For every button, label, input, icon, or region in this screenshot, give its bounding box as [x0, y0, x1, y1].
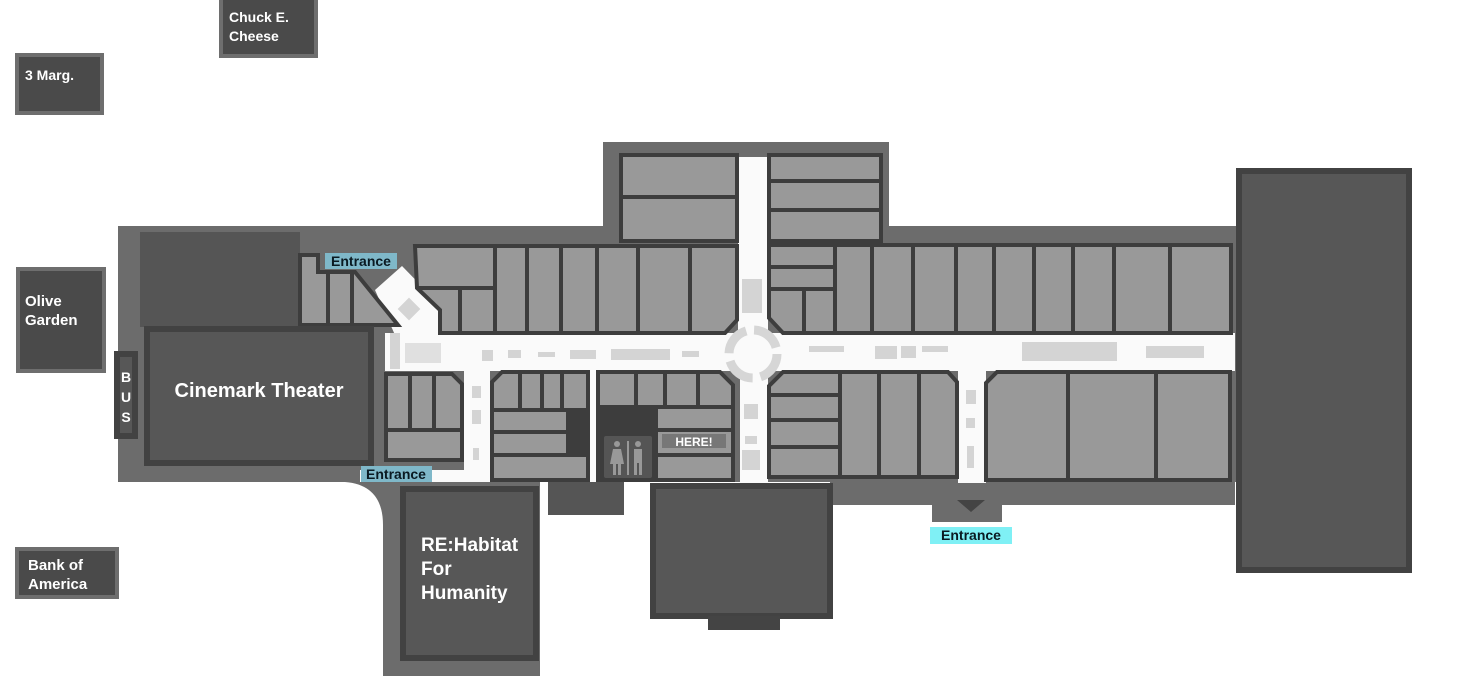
chuck-e-cheese-label: Cheese [229, 28, 279, 44]
rehabitat-label: RE:Habitat [421, 535, 519, 556]
entrance-northwest[interactable]: Entrance [325, 253, 397, 269]
olive-garden-label: Garden [25, 312, 78, 329]
anchor-store-south-annex [708, 616, 780, 630]
outparcel-chuck-e-cheese[interactable]: Chuck E. Cheese [219, 0, 318, 58]
bank-of-america-label: Bank of [28, 557, 84, 574]
entrance-south[interactable]: Entrance [930, 527, 1012, 544]
bank-of-america-label: America [28, 576, 88, 593]
cinemark-theater-label: Cinemark Theater [175, 380, 344, 402]
entrance-label: Entrance [366, 466, 426, 482]
entrance-southwest[interactable]: Entrance [361, 466, 432, 482]
stores-south [384, 370, 1232, 482]
entrance-label: Entrance [331, 253, 391, 269]
outparcel-bank-of-america[interactable]: Bank of America [15, 547, 119, 599]
stores-north [298, 153, 1233, 335]
bus-label: S [121, 409, 130, 425]
you-are-here-label: HERE! [675, 435, 712, 449]
service-building [548, 482, 624, 515]
rehabitat-label: For [421, 559, 452, 580]
chuck-e-cheese-label: Chuck E. [229, 9, 289, 25]
entrance-label: Entrance [941, 527, 1001, 543]
anchor-cinemark-theater[interactable]: Cinemark Theater [144, 326, 374, 466]
anchor-store-east[interactable] [1236, 168, 1412, 573]
rehabitat-label: Humanity [421, 583, 508, 604]
outparcel-3-marg[interactable]: 3 Marg. [15, 53, 104, 115]
you-are-here-marker: HERE! [662, 434, 726, 449]
3-marg-label: 3 Marg. [25, 67, 74, 83]
svg-text:BUS: BUS [121, 369, 131, 425]
bus-label: B [121, 369, 131, 385]
restroom-icon[interactable] [604, 436, 652, 478]
anchor-store-south[interactable] [650, 483, 833, 619]
svg-text:Chuck E.Cheese: Chuck E. Cheese [229, 9, 289, 44]
olive-garden-label: Olive [25, 293, 62, 310]
bus-label: U [121, 389, 131, 405]
kiosks [390, 279, 1204, 470]
